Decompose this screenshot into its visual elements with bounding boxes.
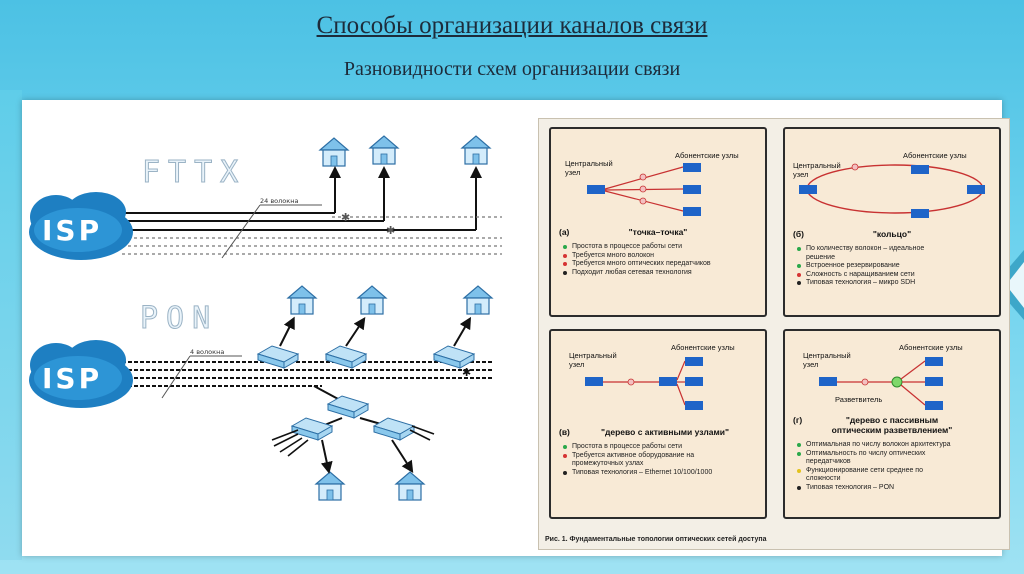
topologies-figure: Центральный узел Абонентские узлы (а) "т…	[538, 118, 1010, 550]
list-item: Требуется много волокон	[563, 252, 759, 261]
figure-caption: Рис. 1. Фундаментальные топологии оптиче…	[545, 536, 767, 543]
subscriber-nodes-label: Абонентские узлы	[675, 151, 739, 160]
list-item: Оптимальность по числу оптических переда…	[797, 450, 957, 467]
quadrant-letter: (г)	[793, 415, 803, 425]
quadrant-letter: (в)	[559, 427, 570, 437]
splitter-icon	[433, 345, 475, 369]
splitter-icon	[327, 395, 369, 419]
list-item: Типовая технология – микро SDH	[797, 279, 947, 288]
fttx-pon-diagram: ✱ ✱ 24 волокна FTTX ISP PON	[29, 135, 502, 501]
topology-name: "дерево с пассивным оптическим разветвле…	[831, 415, 953, 435]
central-node-label: Центральный узел	[793, 161, 841, 179]
slide-subtitle: Разновидности схем организации связи	[343, 58, 681, 80]
pon-title: PON	[140, 301, 218, 336]
isp-label: ISP	[42, 214, 102, 247]
splitter-icon	[373, 417, 415, 441]
point-to-point-diagram	[587, 163, 701, 216]
pros-cons-list: Простота в процессе работы сети Требуетс…	[563, 443, 733, 477]
quadrant-point-to-point: Центральный узел Абонентские узлы (а) "т…	[549, 127, 767, 317]
topology-name: "дерево с активными узлами"	[600, 427, 730, 437]
fttx-section: ✱ ✱ 24 волокна FTTX ISP	[29, 135, 502, 260]
central-node-label: Центральный узел	[565, 159, 613, 177]
house-icon	[319, 137, 349, 167]
ring-diagram	[799, 163, 985, 218]
list-item: Функционирование сети среднее по сложнос…	[797, 467, 957, 484]
house-icon	[369, 135, 399, 165]
list-item: Типовая технология – Ethernet 10/100/100…	[563, 469, 733, 478]
house-icon	[463, 285, 493, 315]
svg-text:✱: ✱	[462, 366, 471, 379]
slide-title: Способы организации каналов связи	[316, 12, 708, 39]
house-icon	[395, 471, 425, 501]
quadrant-letter: (а)	[559, 227, 570, 237]
list-item: Оптимальная по числу волокон архитектура	[797, 441, 957, 450]
svg-text:✱: ✱	[341, 211, 350, 224]
content-panel: ✱ ✱ 24 волокна FTTX ISP PON	[22, 100, 1010, 556]
central-node-label: Центральный узел	[569, 351, 617, 369]
list-item: Требуется активное оборудование на проме…	[563, 452, 733, 469]
background-stripe	[0, 90, 22, 560]
list-item: По количеству волокон – идеальное решени…	[797, 245, 947, 262]
fttx-title: FTTX	[142, 155, 246, 190]
isp-label: ISP	[42, 362, 102, 395]
fttx-fibers-label: 24 волокна	[260, 197, 298, 205]
house-icon	[357, 285, 387, 315]
list-item: Простота в процессе работы сети	[563, 243, 759, 252]
list-item: Простота в процессе работы сети	[563, 443, 733, 452]
subscriber-nodes-label: Абонентские узлы	[899, 343, 963, 352]
quadrant-active-tree: Центральный узел Абонентские узлы (в) "д…	[549, 329, 767, 519]
list-item: Встроенное резервирование	[797, 262, 947, 271]
subscriber-nodes-label: Абонентские узлы	[903, 151, 967, 160]
pon-section: PON ✱	[29, 285, 493, 501]
list-item: Сложность с наращиванием сети	[797, 271, 947, 280]
svg-text:✱: ✱	[386, 224, 395, 237]
topology-name: "кольцо"	[872, 229, 912, 239]
house-icon	[287, 285, 317, 315]
list-item: Требуется много оптических передатчиков	[563, 260, 759, 269]
splitter-label: Разветвитель	[835, 395, 883, 404]
splitter-icon	[325, 345, 367, 369]
central-node-label: Центральный узел	[803, 351, 851, 369]
pros-cons-list: По количеству волокон – идеальное решени…	[797, 245, 947, 288]
list-item: Подходит любая сетевая технология	[563, 269, 759, 278]
list-item: Типовая технология – PON	[797, 484, 957, 493]
house-icon	[461, 135, 491, 165]
quadrant-ring: Центральный узел Абонентские узлы (б) "к…	[783, 127, 1001, 317]
splitter-icon	[291, 417, 333, 441]
active-tree-diagram	[585, 357, 703, 410]
quadrant-letter: (б)	[793, 229, 804, 239]
subscriber-nodes-label: Абонентские узлы	[671, 343, 735, 352]
passive-tree-diagram	[819, 357, 943, 410]
quadrant-passive-tree: Центральный узел Абонентские узлы Развет…	[783, 329, 1001, 519]
pros-cons-list: Простота в процессе работы сети Требуетс…	[563, 243, 759, 277]
splitter-icon	[257, 345, 299, 369]
pon-fibers-label: 4 волокна	[190, 348, 224, 356]
pros-cons-list: Оптимальная по числу волокон архитектура…	[797, 441, 957, 493]
topology-name: "точка–точка"	[628, 227, 688, 237]
house-icon	[315, 471, 345, 501]
